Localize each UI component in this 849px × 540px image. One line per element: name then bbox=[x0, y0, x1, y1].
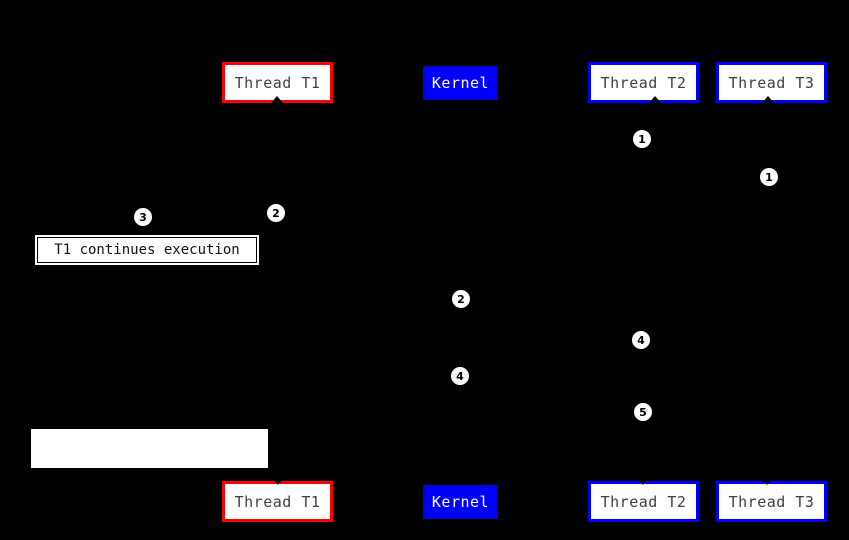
thread-t2-label-top: Thread T2 bbox=[600, 73, 687, 92]
thread-t2-box-bottom: Thread T2 bbox=[588, 481, 699, 522]
thread-t3-box-bottom: Thread T3 bbox=[716, 481, 827, 522]
thread-t2-label-bottom: Thread T2 bbox=[600, 492, 687, 511]
step-marker-4-right: 4 bbox=[632, 331, 650, 349]
t1-continues-execution-label: T1 continues execution bbox=[35, 235, 259, 265]
kernel-label-bottom: Kernel bbox=[431, 493, 490, 511]
thread-t1-label-top: Thread T1 bbox=[234, 73, 321, 92]
arrowhead-notch-icon bbox=[272, 478, 284, 485]
thread-t3-box-top: Thread T3 bbox=[716, 62, 827, 103]
step-marker-3-left: 3 bbox=[134, 208, 152, 226]
thread-t2-box-top: Thread T2 bbox=[588, 62, 699, 103]
step-marker-5-right: 5 bbox=[634, 403, 652, 421]
thread-t3-label-bottom: Thread T3 bbox=[728, 492, 815, 511]
arrowhead-notch-icon bbox=[649, 96, 661, 103]
arrowhead-notch-icon bbox=[637, 478, 649, 485]
thread-t3-label-top: Thread T3 bbox=[728, 73, 815, 92]
thread-t1-box-top: Thread T1 bbox=[222, 62, 333, 103]
arrowhead-notch-icon bbox=[761, 478, 773, 485]
kernel-box-top: Kernel bbox=[423, 66, 498, 100]
thread-t1-box-bottom: Thread T1 bbox=[222, 481, 333, 522]
step-marker-1-under-thread-t3: 1 bbox=[760, 168, 778, 186]
blank-label-box bbox=[31, 429, 268, 468]
kernel-box-bottom: Kernel bbox=[423, 485, 498, 519]
step-marker-4-center: 4 bbox=[451, 367, 469, 385]
arrowhead-notch-icon bbox=[762, 96, 774, 103]
kernel-label-top: Kernel bbox=[431, 74, 490, 92]
step-marker-1-under-thread-t2: 1 bbox=[633, 130, 651, 148]
step-marker-2-center: 2 bbox=[452, 290, 470, 308]
thread-t1-label-bottom: Thread T1 bbox=[234, 492, 321, 511]
arrowhead-notch-icon bbox=[271, 96, 283, 103]
step-marker-2-left: 2 bbox=[267, 204, 285, 222]
